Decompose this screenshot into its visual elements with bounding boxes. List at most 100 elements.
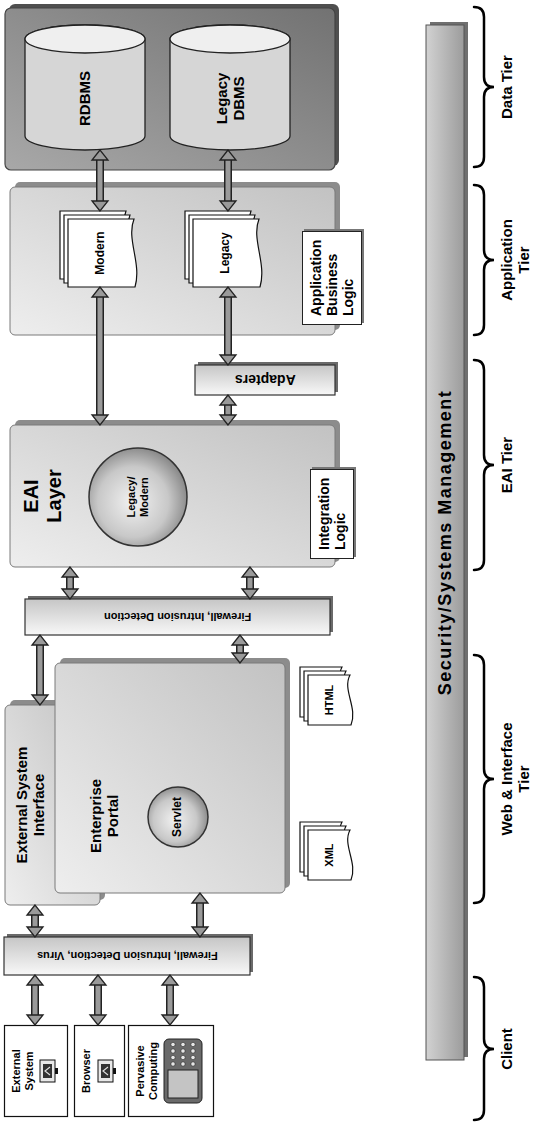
tier-panel: External System Interface — [5, 705, 100, 905]
node-text: HTML — [323, 685, 336, 716]
arrow-shaft — [226, 159, 231, 202]
flow-arrow — [92, 287, 108, 425]
node-text: Legacy DBMS — [213, 73, 248, 125]
arrow-head — [27, 975, 43, 985]
arrow-head — [192, 893, 208, 903]
tier-label: Application Tier — [498, 210, 533, 310]
arrow-head — [242, 567, 258, 577]
endpoint-box: Browser — [74, 1025, 125, 1117]
arrow-head — [232, 653, 248, 663]
node-text: Modern — [94, 231, 108, 274]
shape-outline — [55, 663, 285, 893]
tier-brace — [474, 977, 494, 1120]
node-text: Adapters — [235, 372, 296, 388]
node-text: Legacy — [219, 232, 233, 273]
arrow-outline — [224, 159, 232, 202]
arrow-shaft — [96, 984, 101, 1016]
tier-label: Client — [498, 1028, 515, 1070]
flow-arrow — [192, 893, 208, 937]
arrow-head — [162, 1015, 178, 1025]
gear-circle: Legacy/ Modern — [88, 447, 188, 547]
monitor-icon — [39, 1059, 59, 1083]
arrow-head — [92, 201, 108, 211]
label-holder: Web & Interface Tier — [498, 699, 533, 859]
arrow-head — [220, 150, 236, 160]
arrow-outline — [96, 159, 104, 202]
doc-stack: Legacy — [185, 211, 265, 287]
arrow-shaft — [38, 644, 43, 696]
node-text: EAI Layer — [20, 469, 66, 522]
arrow-head — [32, 635, 48, 645]
endpoint-box: Pervasive Computing — [128, 1025, 214, 1117]
arrow-shaft — [33, 914, 38, 928]
node-text: XML — [323, 843, 336, 866]
arrow-head — [162, 975, 178, 985]
flow-arrow — [62, 567, 78, 599]
arrow-shaft — [68, 576, 73, 590]
node-text: Security/Systems Management — [435, 390, 456, 696]
flow-arrow — [220, 287, 236, 365]
node-text: External System — [10, 1049, 35, 1092]
arrow-head — [62, 589, 78, 599]
monitor-icon — [97, 1059, 117, 1083]
arrow-outline — [224, 296, 232, 356]
flow-arrow — [162, 975, 178, 1025]
arrow-head — [32, 695, 48, 705]
doc-stack: HTML — [300, 667, 356, 725]
label-tab: Integration Logic — [310, 469, 354, 559]
gear-circle: Servlet — [147, 786, 209, 848]
arrow-shaft — [98, 159, 103, 202]
node-text: Servlet — [171, 797, 185, 837]
arrow-shaft — [33, 984, 38, 1016]
arrow-head — [92, 415, 108, 425]
label-holder: Client — [498, 969, 516, 1125]
arrow-head — [220, 355, 236, 365]
icon-holder — [97, 1059, 117, 1083]
flow-arrow — [90, 975, 106, 1025]
node-text: Pervasive Computing — [134, 1042, 159, 1100]
icon-holder — [39, 1059, 59, 1083]
arrow-head — [92, 287, 108, 297]
label-holder: EAI Tier — [498, 385, 516, 545]
arrow-outline — [31, 984, 39, 1016]
arrow-head — [27, 1015, 43, 1025]
db-cylinder: Legacy DBMS — [170, 25, 290, 150]
node-text: Integration Logic — [310, 469, 354, 559]
arrow-outline — [94, 984, 102, 1016]
tier-label: Web & Interface Tier — [498, 722, 533, 837]
arrow-shaft — [168, 984, 173, 1016]
arrow-head — [220, 287, 236, 297]
arrow-head — [232, 635, 248, 645]
arrow-outline — [36, 644, 44, 696]
icon-holder — [163, 1038, 203, 1104]
node-text: Browser — [80, 1049, 93, 1093]
node-text: Legacy/ Modern — [125, 477, 150, 518]
security-band: Security/Systems Management — [426, 25, 464, 1060]
arrow-head — [62, 567, 78, 577]
arrow-head — [92, 150, 108, 160]
node-text: Enterprise Portal — [87, 779, 122, 853]
flow-arrow — [232, 635, 248, 663]
flow-arrow — [27, 975, 43, 1025]
arrow-outline — [166, 984, 174, 1016]
flow-arrow — [242, 567, 258, 599]
arrow-head — [220, 201, 236, 211]
arrow-outline — [224, 404, 232, 416]
tier-brace — [474, 655, 494, 903]
flow-arrow — [27, 905, 43, 937]
shape-outline — [10, 187, 335, 335]
arrow-head — [27, 927, 43, 937]
label-holder: Application Tier — [498, 180, 533, 340]
wall-bar: Adapters — [195, 365, 335, 395]
doc-stack: Modern — [60, 211, 140, 287]
arrow-head — [220, 395, 236, 405]
db-cylinder: RDBMS — [25, 25, 145, 150]
label-tab: Application Business Logic — [302, 231, 362, 325]
arrow-head — [90, 1015, 106, 1025]
arrow-outline — [96, 296, 104, 416]
tier-label: Data Tier — [498, 55, 515, 119]
tier-brace — [474, 360, 494, 570]
arrow-head — [90, 975, 106, 985]
arrow-shaft — [226, 296, 231, 356]
